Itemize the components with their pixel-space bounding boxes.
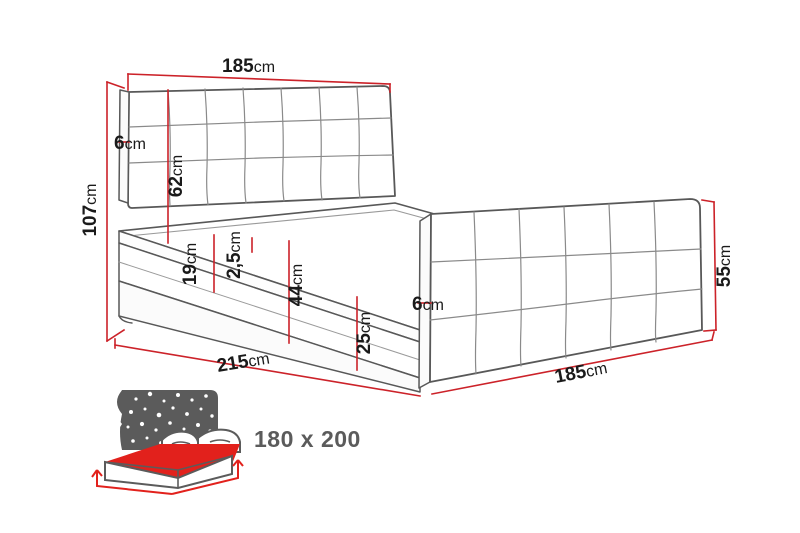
label-footboard-thickness: 6cm (412, 294, 444, 315)
dimline-55 (713, 201, 717, 331)
dimline-top-185 (127, 73, 391, 85)
footboard (418, 198, 703, 389)
label-footboard-height: 55cm (714, 245, 735, 287)
mattress-size-icon: 180 x 200 (91, 390, 361, 495)
bed-drawing (118, 85, 703, 393)
label-base-top-section: 19cm (180, 243, 201, 285)
label-frame-thickness-left: 6cm (114, 133, 146, 154)
label-headboard-height: 62cm (166, 155, 187, 197)
label-mattress-topper: 2,5cm (224, 231, 245, 279)
dimline-215 (114, 344, 421, 397)
label-bed-length: 215cm (215, 347, 271, 376)
icon-dimension-arrows (91, 459, 244, 495)
label-headboard-width: 185cm (222, 56, 275, 77)
mattress-size-label: 180 x 200 (254, 426, 361, 452)
dimension-labels: 185cm 107cm 6cm 62cm 19cm 2,5cm 44cm 25c… (80, 56, 735, 388)
dimline-185-right (431, 339, 713, 395)
dimension-lines (105, 73, 717, 397)
headboard (118, 85, 396, 209)
label-mattress-height: 44cm (286, 264, 307, 306)
label-total-height: 107cm (80, 183, 101, 236)
label-base-height: 25cm (354, 312, 375, 354)
